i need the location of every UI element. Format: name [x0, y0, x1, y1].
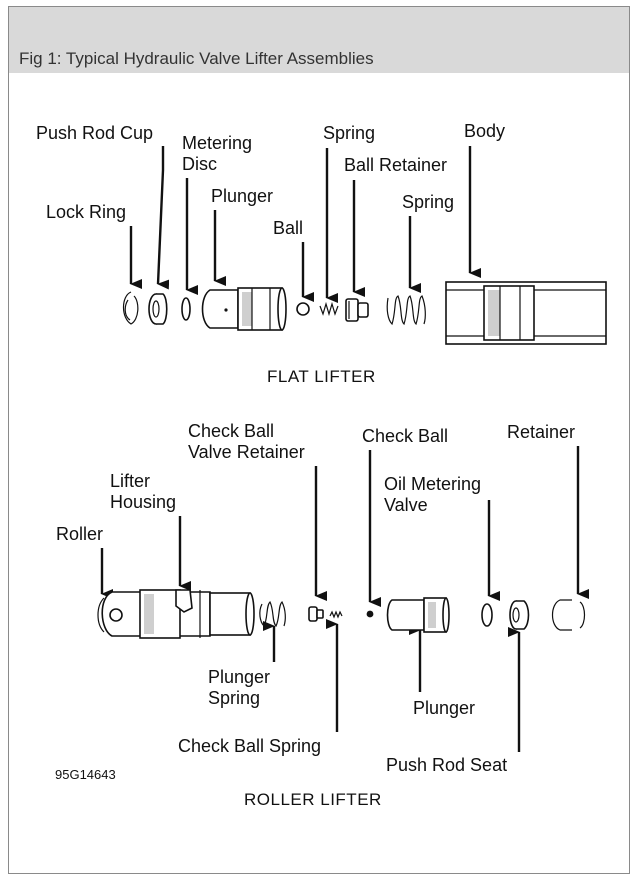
spring-large-part: [386, 295, 426, 326]
spring-small-part: [319, 301, 339, 317]
metering-disc-part: [181, 297, 191, 321]
label-ball: Ball: [273, 218, 303, 238]
check-ball-part: [366, 610, 374, 618]
label-metering-disc-line1: Metering: [182, 133, 252, 153]
label-push-rod-cup: Push Rod Cup: [36, 123, 153, 143]
body-part: [445, 281, 607, 345]
label-check-ball: Check Ball: [362, 426, 448, 446]
label-retainer: Retainer: [507, 422, 575, 442]
label-body: Body: [464, 121, 505, 141]
label-oil-metering-valve-line2: Valve: [384, 495, 428, 515]
retainer-part: [551, 599, 586, 631]
label-plunger-roller: Plunger: [413, 698, 475, 718]
label-roller: Roller: [56, 524, 103, 544]
figure-code: 95G14643: [55, 767, 116, 782]
section-label-flat-lifter: FLAT LIFTER: [267, 367, 376, 386]
plunger-spring-part: [259, 600, 286, 628]
label-check-ball-spring: Check Ball Spring: [178, 736, 321, 756]
label-lock-ring: Lock Ring: [46, 202, 126, 222]
check-ball-valve-retainer-part: [308, 606, 324, 622]
figure-header: Fig 1: Typical Hydraulic Valve Lifter As…: [9, 7, 629, 73]
oil-metering-valve-part: [481, 603, 493, 627]
label-lifter-housing-line2: Housing: [110, 492, 176, 512]
figure-title: Fig 1: Typical Hydraulic Valve Lifter As…: [19, 49, 374, 68]
push-rod-cup-part: [148, 293, 168, 325]
label-plunger-spring-line1: Plunger: [208, 667, 270, 687]
ball-retainer-part: [345, 298, 369, 322]
ball-part: [296, 302, 310, 316]
figure-frame: Fig 1: Typical Hydraulic Valve Lifter As…: [8, 6, 630, 874]
label-lifter-housing-line1: Lifter: [110, 471, 150, 491]
label-push-rod-seat: Push Rod Seat: [386, 755, 507, 775]
label-metering-disc-line2: Disc: [182, 154, 217, 174]
plunger-flat-part: [201, 287, 287, 331]
check-ball-spring-part: [329, 610, 343, 619]
push-rod-seat-part: [509, 600, 530, 630]
label-plunger-spring-line2: Spring: [208, 688, 260, 708]
arrow-push-rod-cup: [156, 146, 170, 290]
label-check-ball-valve-retainer-line2: Valve Retainer: [188, 442, 305, 462]
label-oil-metering-valve-line1: Oil Metering: [384, 474, 481, 494]
label-check-ball-valve-retainer-line1: Check Ball: [188, 421, 274, 441]
lock-ring-part: [122, 291, 139, 325]
section-label-roller-lifter: ROLLER LIFTER: [244, 790, 382, 809]
label-ball-retainer: Ball Retainer: [344, 155, 447, 175]
label-plunger-flat: Plunger: [211, 186, 273, 206]
lifter-housing-part: [97, 589, 255, 639]
plunger-roller-part: [386, 597, 450, 633]
label-spring-large: Spring: [402, 192, 454, 212]
label-spring-small: Spring: [323, 123, 375, 143]
